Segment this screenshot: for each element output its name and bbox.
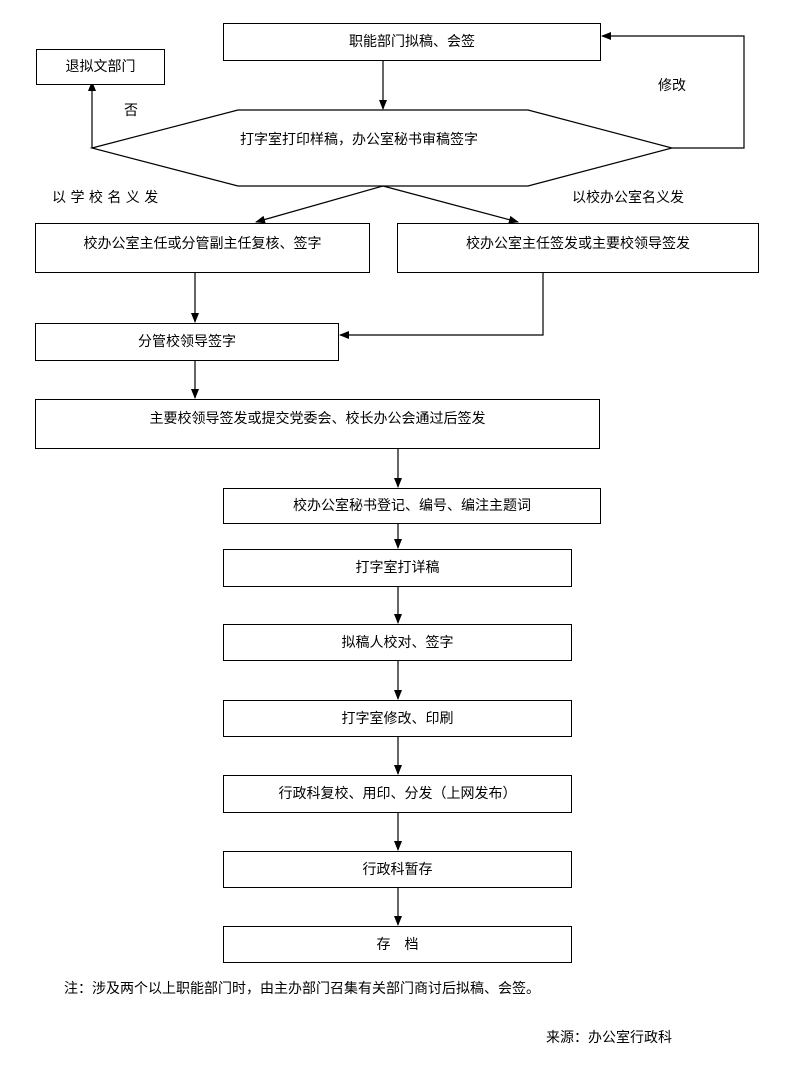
label-in-office-name: 以校办公室名义发 [572,190,684,206]
label-in-school-name: 以 学 校 名 义 发 [52,190,159,206]
arrow-to-office-name [382,185,519,224]
arrow-to-school-name [255,185,384,224]
node-temp-store: 行政科暂存 [223,851,572,888]
source: 来源：办公室行政科 [546,1030,672,1046]
review-hexagon [89,109,675,187]
node-print-review: 打字室打印样稿，办公室秘书审稿签字 [240,132,478,148]
node-school-office-head: 校办公室主任或分管副主任复核、签字 [35,223,370,273]
node-main-leader: 主要校领导签发或提交党委会、校长办公会通过后签发 [35,399,600,449]
note: 注：涉及两个以上职能部门时，由主办部门召集有关部门商讨后拟稿、会签。 [64,981,540,997]
node-review-seal: 行政科复校、用印、分发（上网发布） [223,775,572,813]
node-leader-sign: 分管校领导签字 [35,323,339,361]
node-return: 退拟文部门 [36,49,165,85]
arrow-right-to-leader [339,273,544,339]
node-archive: 存 档 [223,926,572,963]
label-no: 否 [124,103,138,119]
node-draft: 职能部门拟稿、会签 [223,23,601,61]
label-modify: 修改 [658,78,686,94]
node-print-detail: 打字室打详稿 [223,549,572,587]
node-revise-print: 打字室修改、印刷 [223,700,572,737]
node-proofread: 拟稿人校对、签字 [223,624,572,661]
node-register: 校办公室秘书登记、编号、编注主题词 [223,488,601,524]
node-office-head-sign: 校办公室主任签发或主要校领导签发 [397,223,759,273]
arrow-modify-loop [601,32,745,149]
